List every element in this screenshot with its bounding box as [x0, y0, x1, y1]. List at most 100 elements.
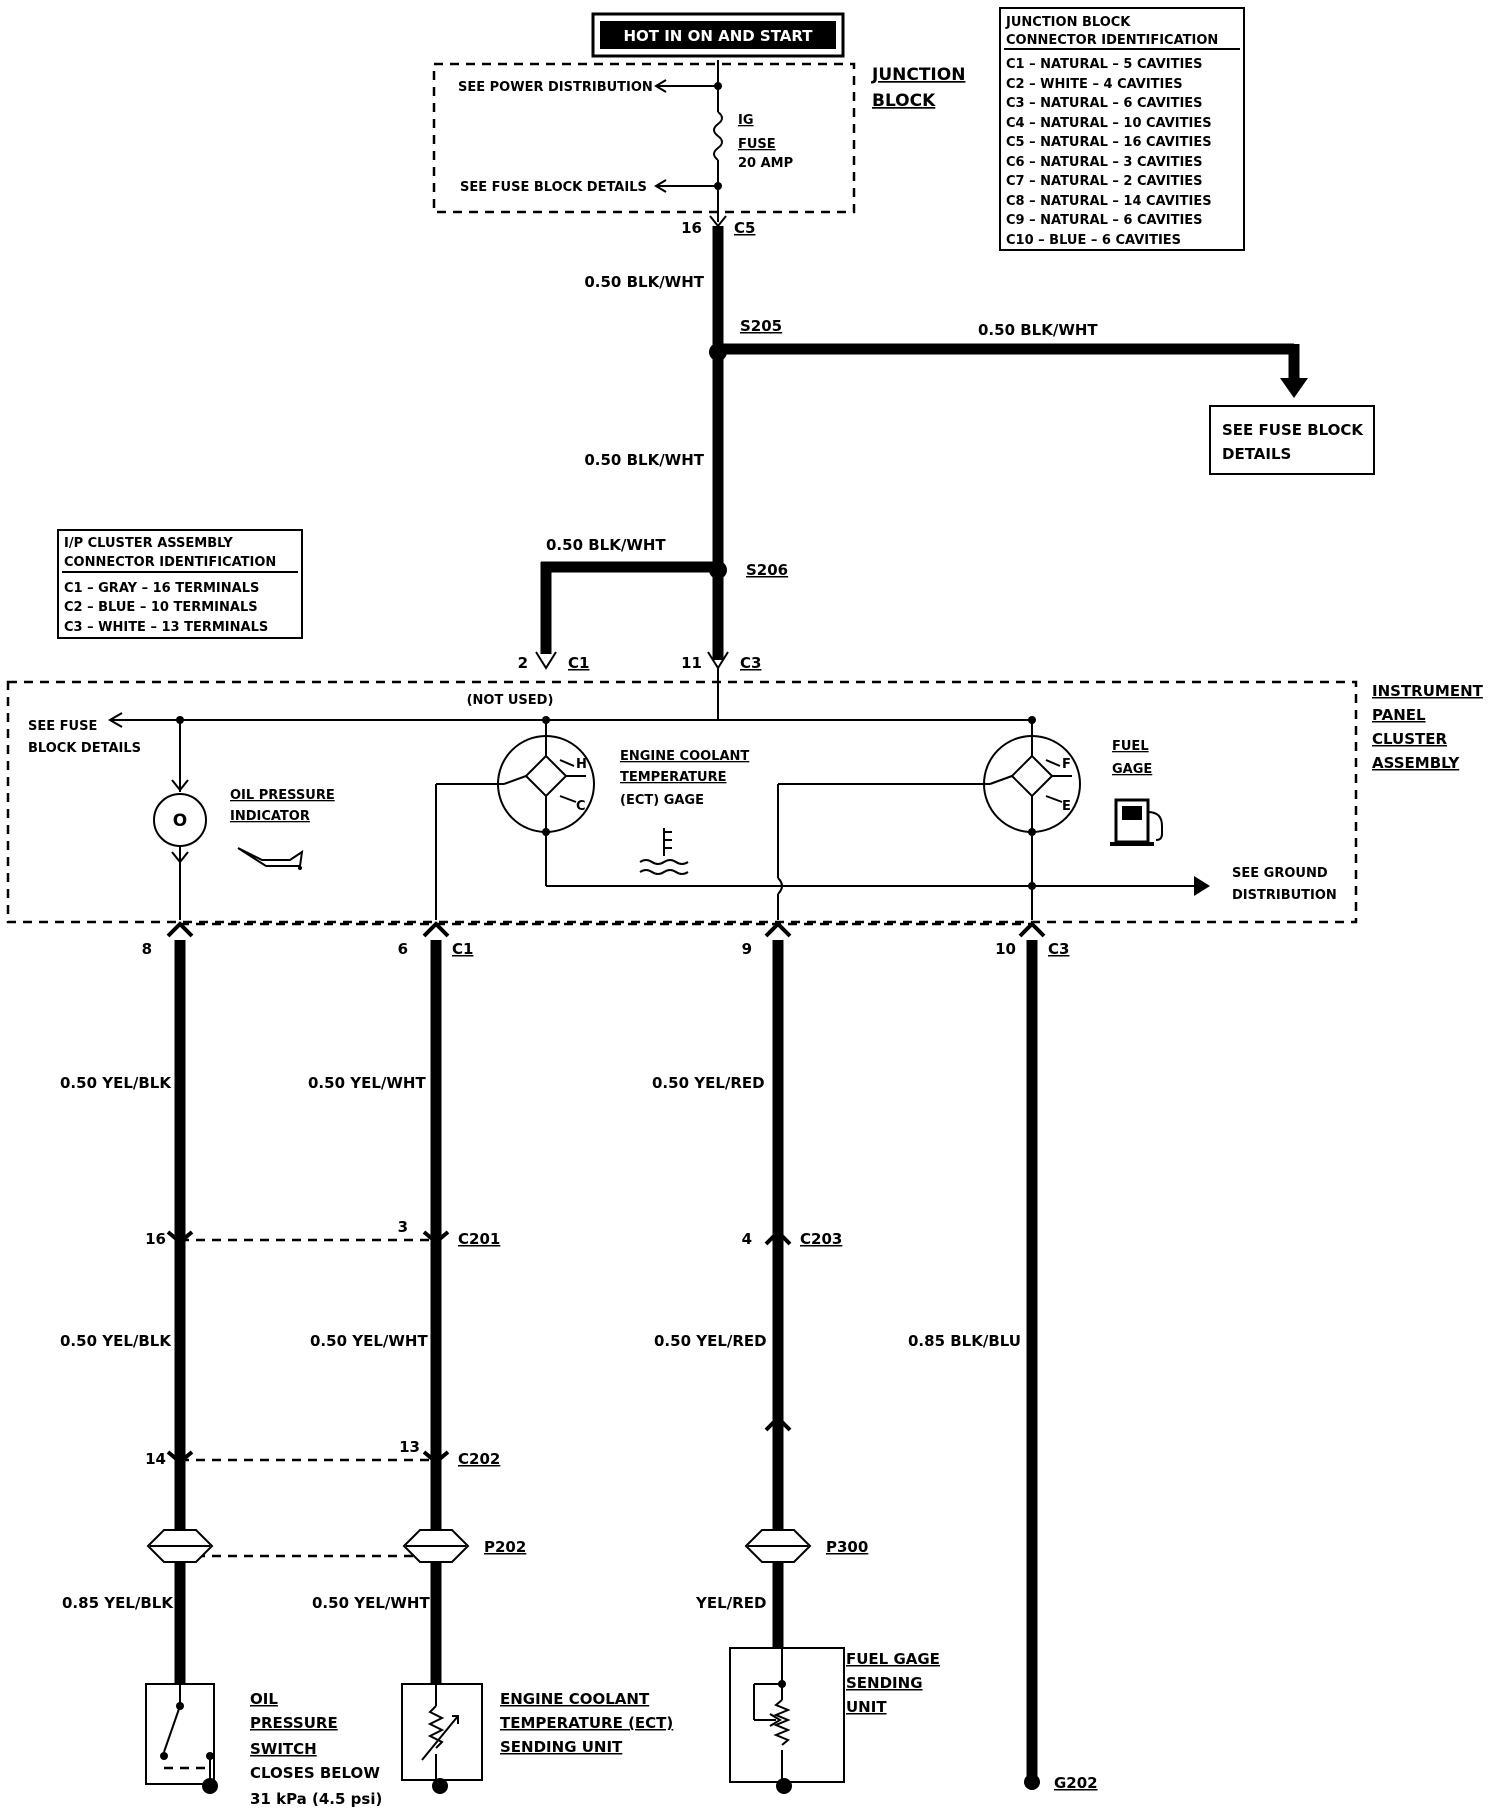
jb-id-row: C10 – BLUE – 6 CAVITIES — [1006, 233, 1181, 248]
c202-label: C202 — [458, 1450, 500, 1468]
see-fuse-block-details-2: BLOCK DETAILS — [28, 741, 141, 756]
jb-id-title-1: JUNCTION BLOCK — [1005, 15, 1131, 30]
fuse-label: FUSE — [738, 137, 776, 152]
cluster-c1-connector: C1 — [568, 654, 589, 672]
jb-id-row: C3 – NATURAL – 6 CAVITIES — [1006, 96, 1203, 111]
fuel-gauge-label-1: FUEL — [1112, 739, 1149, 754]
fuel-unit-label-3: UNIT — [846, 1698, 887, 1716]
ect-gauge-label-1: ENGINE COOLANT — [620, 749, 749, 764]
oil-switch-label-4: CLOSES BELOW — [250, 1764, 380, 1782]
c202-right-pin: 13 — [399, 1438, 420, 1456]
oil-can-icon — [237, 847, 304, 870]
instrument-panel-cluster: INSTRUMENT PANEL CLUSTER ASSEMBLY (NOT U… — [6, 668, 1484, 924]
cluster-c3-connector: C3 — [740, 654, 761, 672]
see-fuse-block-details-jb: SEE FUSE BLOCK DETAILS — [460, 180, 647, 195]
fuel-pump-icon — [1110, 798, 1163, 846]
grommet-p300 — [744, 1529, 812, 1563]
pin-8: 8 — [142, 940, 152, 958]
jb-id-row: C6 – NATURAL – 3 CAVITIES — [1006, 155, 1203, 170]
jb-id-title-2: CONNECTOR IDENTIFICATION — [1006, 33, 1218, 48]
splice-s205-label: S205 — [740, 317, 782, 335]
oil-switch-label-2: PRESSURE — [250, 1714, 338, 1732]
wire-crossover — [777, 877, 783, 895]
main-feed: 0.50 BLK/WHT S205 0.50 BLK/WHT SEE FUSE … — [518, 226, 1375, 672]
c202-left-pin: 14 — [145, 1450, 166, 1468]
ect-sending-unit: ENGINE COOLANT TEMPERATURE (ECT) SENDING… — [401, 1683, 673, 1794]
coolant-temp-icon — [639, 828, 689, 875]
cluster-c1-pin: 2 — [518, 654, 528, 672]
fuel-gauge-label-2: GAGE — [1112, 762, 1152, 777]
ect-gauge-h: H — [576, 757, 587, 772]
see-ground-distribution-2: DISTRIBUTION — [1232, 888, 1337, 903]
oil-indicator-label-2: INDICATOR — [230, 809, 310, 824]
fuel-gauge-e: E — [1062, 799, 1071, 814]
jb-id-row: C8 – NATURAL – 14 CAVITIES — [1006, 194, 1212, 209]
fuel-gage-sending-unit: FUEL GAGE SENDING UNIT — [729, 1647, 940, 1794]
wire-label-blk-blu: 0.85 BLK/BLU — [908, 1332, 1021, 1350]
ect-gauge-coil — [503, 736, 586, 832]
cluster-title-4: ASSEMBLY — [1372, 754, 1460, 772]
junction-block: JUNCTION BLOCK SEE POWER DISTRIBUTION IG… — [432, 60, 965, 237]
ect-unit-label-1: ENGINE COOLANT — [500, 1690, 650, 1708]
wire-label-yel-red-1: 0.50 YEL/RED — [652, 1074, 765, 1092]
wire-label-blk-wht-1: 0.50 BLK/WHT — [584, 273, 704, 291]
ip-id-row: C3 – WHITE – 13 TERMINALS — [64, 620, 268, 635]
jb-id-row: C9 – NATURAL – 6 CAVITIES — [1006, 213, 1203, 228]
wire-label-yel-blk-085: 0.85 YEL/BLK — [62, 1594, 174, 1612]
fuel-gauge-f: F — [1062, 757, 1071, 772]
c203-pin: 4 — [742, 1230, 752, 1248]
ip-connector-id-table: I/P CLUSTER ASSEMBLY CONNECTOR IDENTIFIC… — [57, 529, 303, 639]
ground-icon — [1024, 1774, 1040, 1790]
cluster-title-1: INSTRUMENT — [1372, 682, 1484, 700]
see-fuse-block-details-1: SEE FUSE — [28, 719, 97, 734]
pin-6: 6 — [398, 940, 408, 958]
fuse-symbol — [713, 111, 723, 161]
jb-id-row: C5 – NATURAL – 16 CAVITIES — [1006, 135, 1212, 150]
ip-id-row: C1 – GRAY – 16 TERMINALS — [64, 581, 259, 596]
c201-right-pin: 3 — [398, 1218, 408, 1236]
wire-label-yel-red-2: 0.50 YEL/RED — [654, 1332, 767, 1350]
oil-indicator-label-1: OIL PRESSURE — [230, 788, 335, 803]
wire-label-yel-wht-1: 0.50 YEL/WHT — [308, 1074, 426, 1092]
see-fuse-block-box-2: DETAILS — [1222, 445, 1291, 463]
oil-switch-label-1: OIL — [250, 1690, 278, 1708]
jb-pin: 16 — [681, 219, 702, 237]
jb-id-row: C2 – WHITE – 4 CAVITIES — [1006, 77, 1183, 92]
grommet-p202-right — [402, 1529, 470, 1563]
oil-switch-label-5: 31 kPa (4.5 psi) — [250, 1790, 382, 1808]
thermistor-icon — [427, 1705, 445, 1749]
c201-left-pin: 16 — [145, 1230, 166, 1248]
harness: 0.50 YEL/BLK 0.50 YEL/WHT 0.50 YEL/RED 1… — [60, 940, 1038, 1778]
cluster-title-3: CLUSTER — [1372, 730, 1447, 748]
cluster-title-2: PANEL — [1372, 706, 1426, 724]
oil-switch-label-3: SWITCH — [250, 1740, 317, 1758]
top-banner: HOT IN ON AND START — [591, 12, 845, 58]
wire-label-yel-blk-2: 0.50 YEL/BLK — [60, 1332, 172, 1350]
p300-label: P300 — [826, 1538, 868, 1556]
ect-unit-label-2: TEMPERATURE (ECT) — [500, 1714, 673, 1732]
ground-g202: G202 — [1024, 1774, 1098, 1792]
junction-block-title-1: JUNCTION — [871, 65, 965, 85]
fuel-unit-label-1: FUEL GAGE — [846, 1650, 940, 1668]
banner-text: HOT IN ON AND START — [623, 27, 813, 45]
c201-label: C201 — [458, 1230, 500, 1248]
fuel-gauge-coil — [989, 736, 1072, 832]
ip-id-row: C2 – BLUE – 10 TERMINALS — [64, 600, 258, 615]
jb-id-row: C7 – NATURAL – 2 CAVITIES — [1006, 174, 1203, 189]
fuel-unit-label-2: SENDING — [846, 1674, 923, 1692]
see-ground-distribution-1: SEE GROUND — [1232, 866, 1328, 881]
ect-gauge-label-3: (ECT) GAGE — [620, 793, 704, 808]
ect-gauge-label-2: TEMPERATURE — [620, 770, 726, 785]
wire-label-yel-wht-3: 0.50 YEL/WHT — [312, 1594, 430, 1612]
fuse-ig: IG — [738, 113, 754, 128]
ground-g202-label: G202 — [1054, 1774, 1098, 1792]
see-fuse-block-box — [1209, 405, 1375, 475]
c203-label: C203 — [800, 1230, 842, 1248]
fuse-rating: 20 AMP — [738, 156, 793, 171]
cluster-c3-pin: 11 — [681, 654, 702, 672]
pin-9: 9 — [742, 940, 752, 958]
oil-lamp-glyph: O — [173, 811, 187, 831]
splice-s206-label: S206 — [746, 561, 788, 579]
ect-gauge-c: C — [576, 799, 586, 814]
